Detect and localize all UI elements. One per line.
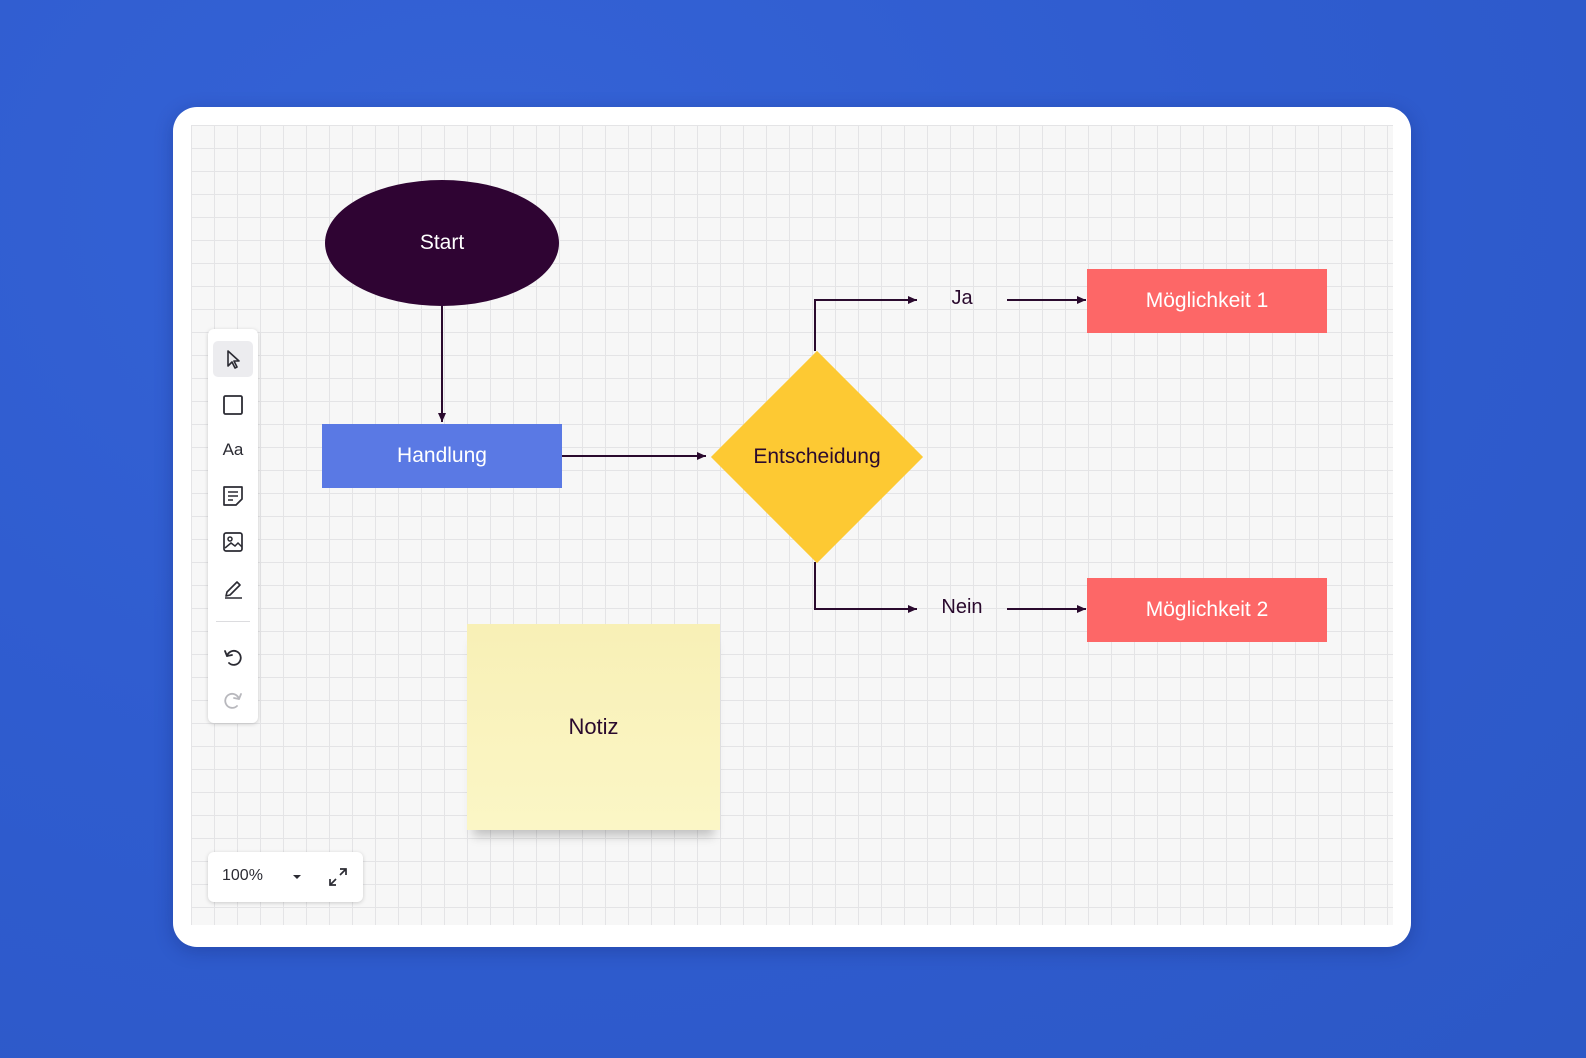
start-node[interactable]: Start (325, 180, 559, 306)
yes-label: Ja (951, 287, 973, 309)
option-2-label: Möglichkeit 2 (1145, 598, 1269, 621)
sticky-note-icon (223, 486, 243, 506)
zoom-dropdown-button[interactable] (286, 866, 308, 888)
no-label: Nein (941, 596, 983, 618)
connector-decision-yes (814, 296, 917, 351)
rectangle-tool-button[interactable] (213, 387, 253, 423)
expand-icon (329, 868, 347, 886)
caret-down-icon (293, 875, 301, 879)
undo-button[interactable] (213, 640, 253, 676)
toolbar-divider (216, 621, 250, 622)
option-1-node[interactable]: Möglichkeit 1 (1087, 269, 1327, 333)
action-node[interactable]: Handlung (322, 424, 562, 488)
connectors (438, 296, 1086, 613)
decision-node-label: Entscheidung (753, 445, 881, 468)
redo-button[interactable] (213, 683, 253, 719)
pen-icon (225, 581, 242, 599)
redo-icon (224, 692, 242, 709)
action-node-label: Handlung (397, 444, 487, 467)
start-node-label: Start (419, 231, 465, 254)
select-tool-button[interactable] (213, 341, 253, 377)
connector-decision-no (814, 562, 917, 613)
option-1-label: Möglichkeit 1 (1145, 289, 1269, 312)
undo-icon (224, 649, 242, 666)
text-icon: Aa (222, 440, 244, 459)
zoom-control: 100% (208, 852, 363, 902)
image-tool-button[interactable] (213, 524, 253, 560)
cursor-icon (227, 350, 240, 369)
zoom-level: 100% (222, 867, 263, 884)
whiteboard-window: Start Handlung Entscheidung Ja Nein Mögl… (173, 107, 1411, 947)
sticky-note-tool-button[interactable] (213, 478, 253, 514)
sticky-note-label: Notiz (568, 714, 619, 739)
text-tool-button[interactable]: Aa (213, 432, 253, 468)
fullscreen-button[interactable] (324, 863, 352, 891)
rectangle-icon (223, 395, 243, 415)
tool-palette: Aa (208, 329, 258, 723)
sticky-note[interactable]: Notiz (467, 624, 720, 830)
image-icon (223, 532, 243, 552)
option-2-node[interactable]: Möglichkeit 2 (1087, 578, 1327, 642)
whiteboard-canvas[interactable]: Start Handlung Entscheidung Ja Nein Mögl… (191, 125, 1393, 925)
pen-tool-button[interactable] (213, 570, 253, 606)
